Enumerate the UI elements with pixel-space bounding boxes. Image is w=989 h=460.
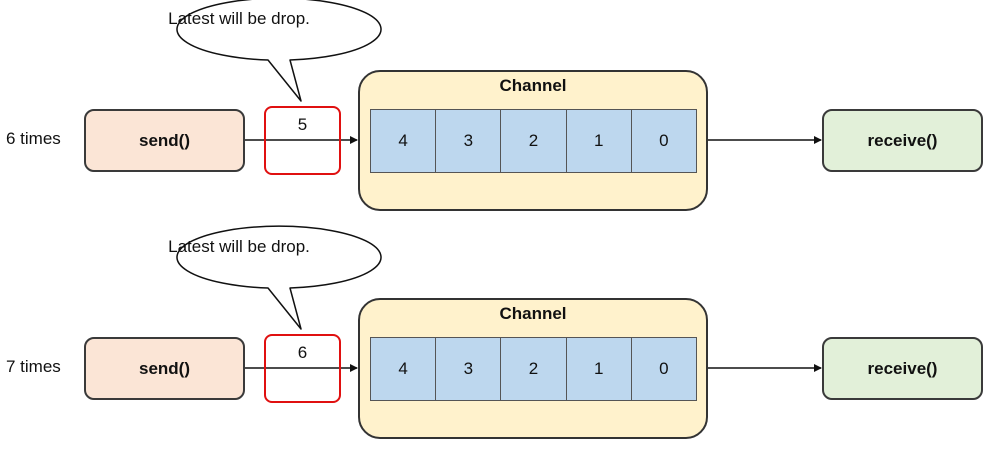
buffer-slot: 4 bbox=[371, 110, 437, 172]
channel-buffer: 4 3 2 1 0 bbox=[370, 109, 697, 173]
buffer-slot: 2 bbox=[501, 338, 567, 400]
incoming-item-value: 6 bbox=[297, 343, 308, 362]
times-label: 7 times bbox=[6, 357, 61, 376]
send-label: send() bbox=[139, 358, 190, 378]
receive-label: receive() bbox=[867, 358, 938, 378]
buffer-slot: 4 bbox=[371, 338, 437, 400]
diagram-row: Latest will be drop. 7 times send() 6 Ch… bbox=[0, 225, 989, 458]
times-label: 6 times bbox=[6, 129, 61, 148]
bubble-text: Latest will be drop. bbox=[168, 237, 310, 256]
buffer-slot: 1 bbox=[566, 338, 632, 400]
connector-layer bbox=[176, 225, 822, 372]
receive-box: receive() bbox=[822, 337, 983, 400]
buffer-slot: 3 bbox=[436, 110, 502, 172]
speech-bubble bbox=[176, 225, 382, 330]
buffer-slot: 0 bbox=[631, 110, 697, 172]
channel-buffer: 4 3 2 1 0 bbox=[370, 337, 697, 401]
send-box: send() bbox=[84, 337, 245, 400]
buffer-slot: 1 bbox=[566, 110, 632, 172]
channel-title: Channel bbox=[499, 304, 567, 323]
buffer-slot: 2 bbox=[501, 110, 567, 172]
receive-box: receive() bbox=[822, 109, 983, 172]
send-label: send() bbox=[139, 130, 190, 150]
buffer-slot: 3 bbox=[436, 338, 502, 400]
incoming-item-box: 6 bbox=[264, 334, 341, 403]
diagram-row: Latest will be drop. 6 times send() 5 Ch… bbox=[6, 0, 983, 211]
send-box: send() bbox=[84, 109, 245, 172]
channel-box: Channel 4 3 2 1 0 bbox=[358, 298, 708, 439]
speech-bubble bbox=[176, 0, 382, 102]
channel-title: Channel bbox=[499, 76, 567, 95]
connector-layer bbox=[176, 0, 822, 144]
bubble-text: Latest will be drop. bbox=[168, 9, 310, 28]
channel-box: Channel 4 3 2 1 0 bbox=[358, 70, 708, 211]
buffer-slot: 0 bbox=[631, 338, 697, 400]
receive-label: receive() bbox=[867, 130, 938, 150]
incoming-item-box: 5 bbox=[264, 106, 341, 175]
incoming-item-value: 5 bbox=[297, 115, 308, 134]
